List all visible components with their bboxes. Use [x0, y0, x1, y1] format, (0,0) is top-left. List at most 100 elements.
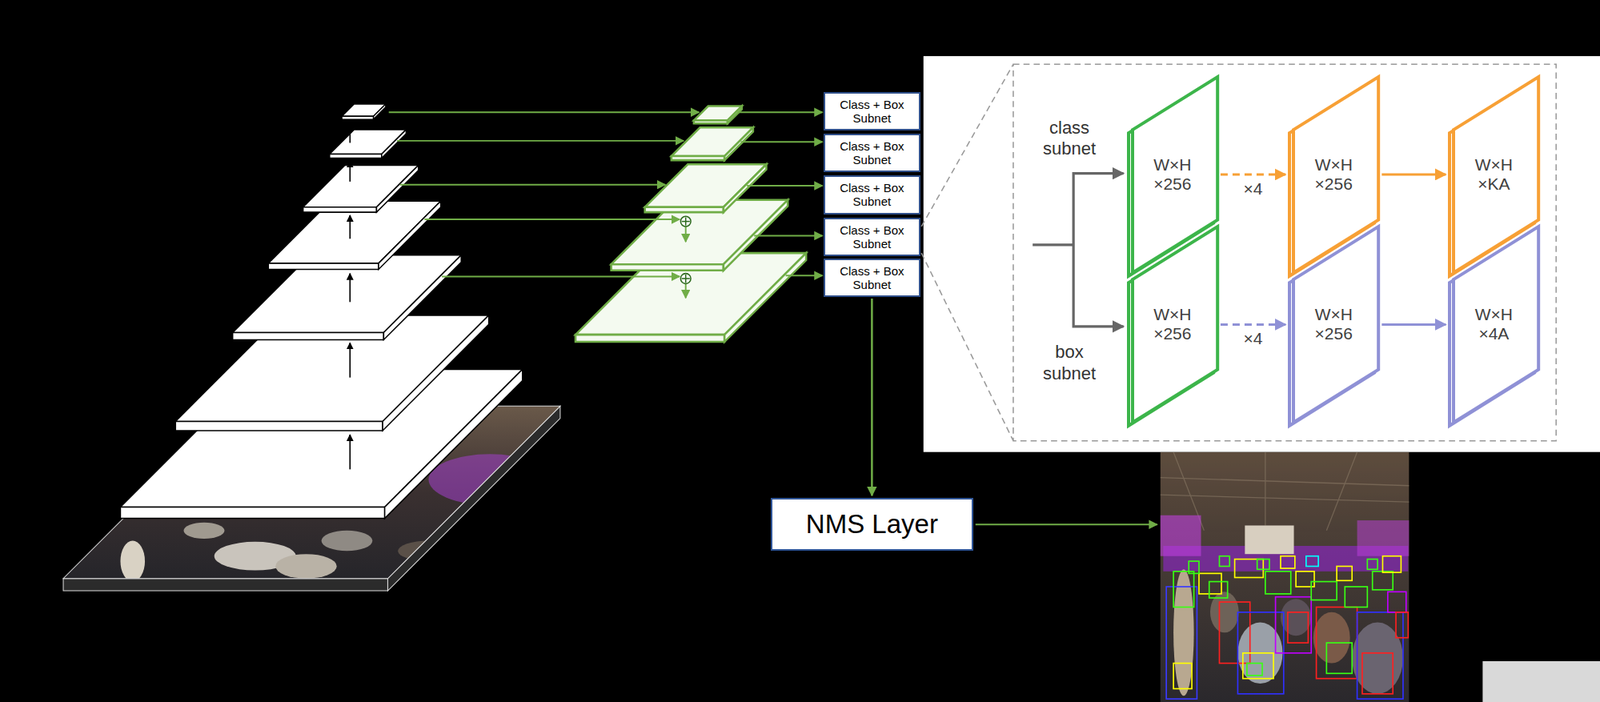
- backbone-layer: [329, 153, 382, 158]
- output-image: [1247, 663, 1263, 676]
- output-image: [1265, 571, 1292, 594]
- output-image: [1160, 477, 1410, 486]
- input-image: [183, 522, 225, 539]
- split-arrow: [1073, 244, 1123, 327]
- output-image: [1344, 586, 1368, 607]
- output-image: [1235, 559, 1264, 578]
- backbone-layer: [381, 129, 407, 159]
- backbone-layer: [268, 263, 379, 270]
- output-image: [1326, 452, 1357, 531]
- fpn-layer: [693, 120, 728, 124]
- head-connection: [746, 184, 823, 187]
- arrow-connector: [1381, 323, 1446, 326]
- sum-symbol: [680, 216, 691, 227]
- feature-map-plane: W×H ×4A: [1448, 226, 1539, 423]
- backbone-layer: [382, 315, 490, 431]
- output-image: [1372, 571, 1393, 590]
- output-image: [1244, 525, 1294, 554]
- detail-panel: [1013, 64, 1556, 441]
- detail-panel: [921, 56, 1600, 453]
- sum-symbol: [680, 216, 691, 284]
- detail-panel: [921, 64, 1014, 227]
- output-image: [1264, 452, 1266, 526]
- fpn-layer: [724, 252, 807, 342]
- box-label: Class + Box Subnet: [827, 180, 917, 209]
- backbone-layer: [376, 165, 418, 213]
- fpn-layer: [575, 334, 725, 342]
- edge-label: ×4: [1243, 179, 1264, 199]
- lateral-connection: [388, 112, 700, 298]
- dimension-label: W×H ×256: [1142, 155, 1204, 194]
- box-label: Class + Box Subnet: [827, 139, 917, 168]
- dimension-label: W×H ×256: [1142, 304, 1204, 344]
- backbone-layer: [383, 255, 462, 341]
- head-connection: [737, 111, 823, 113]
- backbone-layer: [120, 507, 385, 519]
- backbone-layer: [175, 421, 383, 430]
- bottom-up-arrow: [348, 121, 351, 470]
- dimension-label: W×H ×KA: [1463, 155, 1524, 194]
- head-connection: [737, 112, 823, 276]
- split-arrow: [1032, 243, 1074, 246]
- head-connection: [753, 235, 823, 237]
- subnet-box: Class + Box Subnet: [823, 175, 921, 214]
- output-image: [1313, 612, 1351, 664]
- plane-outline: [1132, 226, 1218, 423]
- output-image: [1287, 612, 1308, 643]
- output-image: [1362, 653, 1393, 694]
- subnet-box: Class + Box Subnet: [823, 258, 921, 297]
- sum-symbol: [680, 273, 691, 285]
- output-image: [1166, 586, 1197, 699]
- input-image: [321, 530, 373, 551]
- output-image: [1209, 581, 1228, 598]
- output-image: [1160, 494, 1410, 502]
- output-image: [1173, 571, 1194, 608]
- bottom-up-arrow: [348, 342, 351, 377]
- feature-map-plane: W×H ×256: [1288, 226, 1379, 423]
- feature-map-plane: W×H ×256: [1127, 226, 1218, 423]
- subnet-box: Class + Box Subnet: [823, 133, 921, 173]
- backbone-layer: [232, 332, 385, 341]
- output-image: [1336, 565, 1352, 581]
- plane-outline: [1453, 226, 1539, 423]
- sum-symbol: [685, 217, 687, 226]
- lateral-connection: [685, 283, 687, 298]
- output-image: [1357, 520, 1410, 557]
- output-image: [1173, 663, 1192, 690]
- output-image: [1198, 573, 1222, 594]
- input-image: [428, 453, 551, 506]
- arrow-connector: [1381, 172, 1446, 176]
- bottom-up-arrow: [348, 121, 351, 144]
- output-image: [1173, 569, 1194, 696]
- output-image: [1316, 606, 1358, 678]
- output-image: [1367, 559, 1378, 570]
- plane-outline: [1293, 226, 1379, 423]
- output-image: [1306, 556, 1319, 567]
- detail-panel: [923, 56, 1600, 453]
- input-image: [63, 578, 388, 591]
- arrow-connector: [1220, 323, 1286, 326]
- dimension-label: W×H ×256: [1303, 155, 1364, 194]
- output-image: [1387, 591, 1407, 612]
- nms-box: NMS Layer: [770, 497, 975, 551]
- output-image: [1382, 556, 1401, 573]
- output-image: [1160, 452, 1410, 702]
- fpn-layer: [611, 264, 724, 271]
- output-image: [1395, 612, 1408, 638]
- lateral-connection: [685, 226, 687, 242]
- arrow-connector: [870, 298, 874, 496]
- output-image: [1311, 581, 1337, 601]
- edge-label: ×4: [1243, 328, 1264, 349]
- output-image: [1160, 452, 1410, 702]
- output-image: [1280, 598, 1312, 636]
- bottom-up-arrow: [348, 160, 351, 181]
- subnet-label: box subnet: [1031, 341, 1108, 385]
- output-image: [1188, 561, 1199, 574]
- box-label: NMS Layer: [806, 509, 939, 540]
- output-image: [1280, 556, 1296, 569]
- lateral-connection: [400, 184, 666, 186]
- backbone-layer: [373, 104, 386, 120]
- subnet-box: Class + Box Subnet: [823, 217, 921, 257]
- bottom-up-arrow: [348, 215, 351, 239]
- box-label: Class + Box Subnet: [827, 264, 917, 293]
